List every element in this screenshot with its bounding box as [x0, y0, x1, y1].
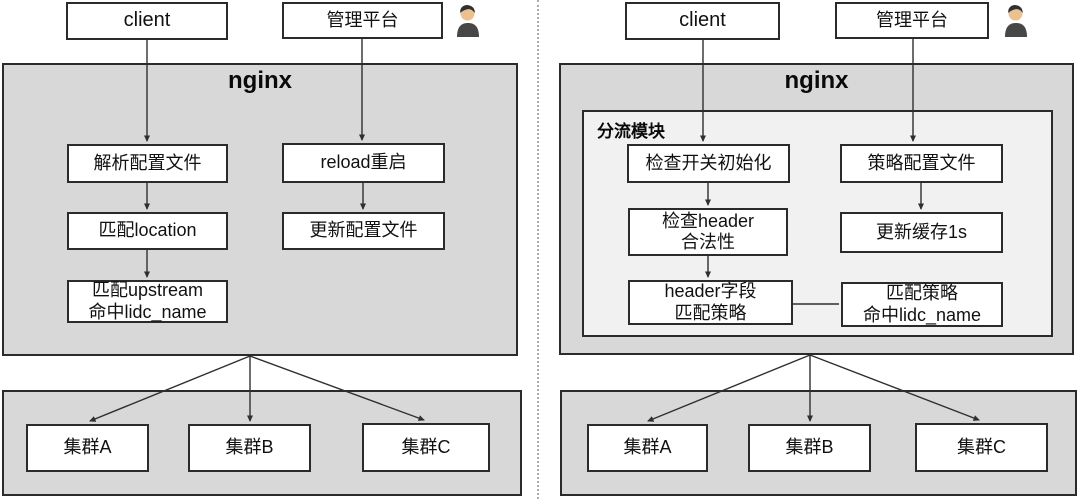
left-nginx-title: nginx: [228, 67, 292, 94]
left-admin-platform-box: 管理平台: [282, 2, 443, 39]
right-cluster-c-box: 集群C: [915, 423, 1048, 472]
right-cluster-a-box: 集群A: [587, 424, 708, 472]
arrow-left-nginx-to-cluster-a: [89, 355, 251, 422]
dashed-divider-line: [537, 0, 539, 499]
left-user-icon: [452, 2, 484, 44]
right-node-header-match: header字段 匹配策略: [628, 280, 793, 325]
arrow-right-nginx-to-cluster-c: [809, 354, 980, 421]
right-module-label: 分流模块: [597, 122, 665, 141]
right-nginx-title: nginx: [784, 67, 849, 94]
right-node-match-policy: 匹配策略 命中lidc_name: [841, 282, 1003, 327]
arrow-left-nginx-to-cluster-c: [249, 355, 425, 421]
right-node-policy-config: 策略配置文件: [840, 144, 1003, 183]
left-cluster-a-box: 集群A: [26, 424, 149, 472]
left-node-reload: reload重启: [282, 143, 445, 183]
left-node-update-config: 更新配置文件: [282, 212, 445, 250]
left-client-box: client: [66, 2, 228, 40]
left-cluster-b-box: 集群B: [188, 424, 311, 472]
right-user-icon: [1000, 2, 1032, 44]
left-node-match-location: 匹配location: [67, 212, 228, 250]
right-node-check-header: 检查header 合法性: [628, 208, 788, 256]
left-node-match-upstream: 匹配upstream 命中lidc_name: [67, 280, 228, 323]
left-cluster-c-box: 集群C: [362, 423, 490, 472]
right-admin-platform-box: 管理平台: [835, 2, 989, 39]
arrow-right-nginx-to-cluster-a: [647, 354, 811, 422]
left-node-parse-config: 解析配置文件: [67, 144, 228, 183]
right-client-box: client: [625, 2, 780, 40]
right-node-check-switch: 检查开关初始化: [627, 144, 790, 183]
right-node-update-cache: 更新缓存1s: [840, 212, 1003, 253]
right-cluster-b-box: 集群B: [748, 424, 871, 472]
